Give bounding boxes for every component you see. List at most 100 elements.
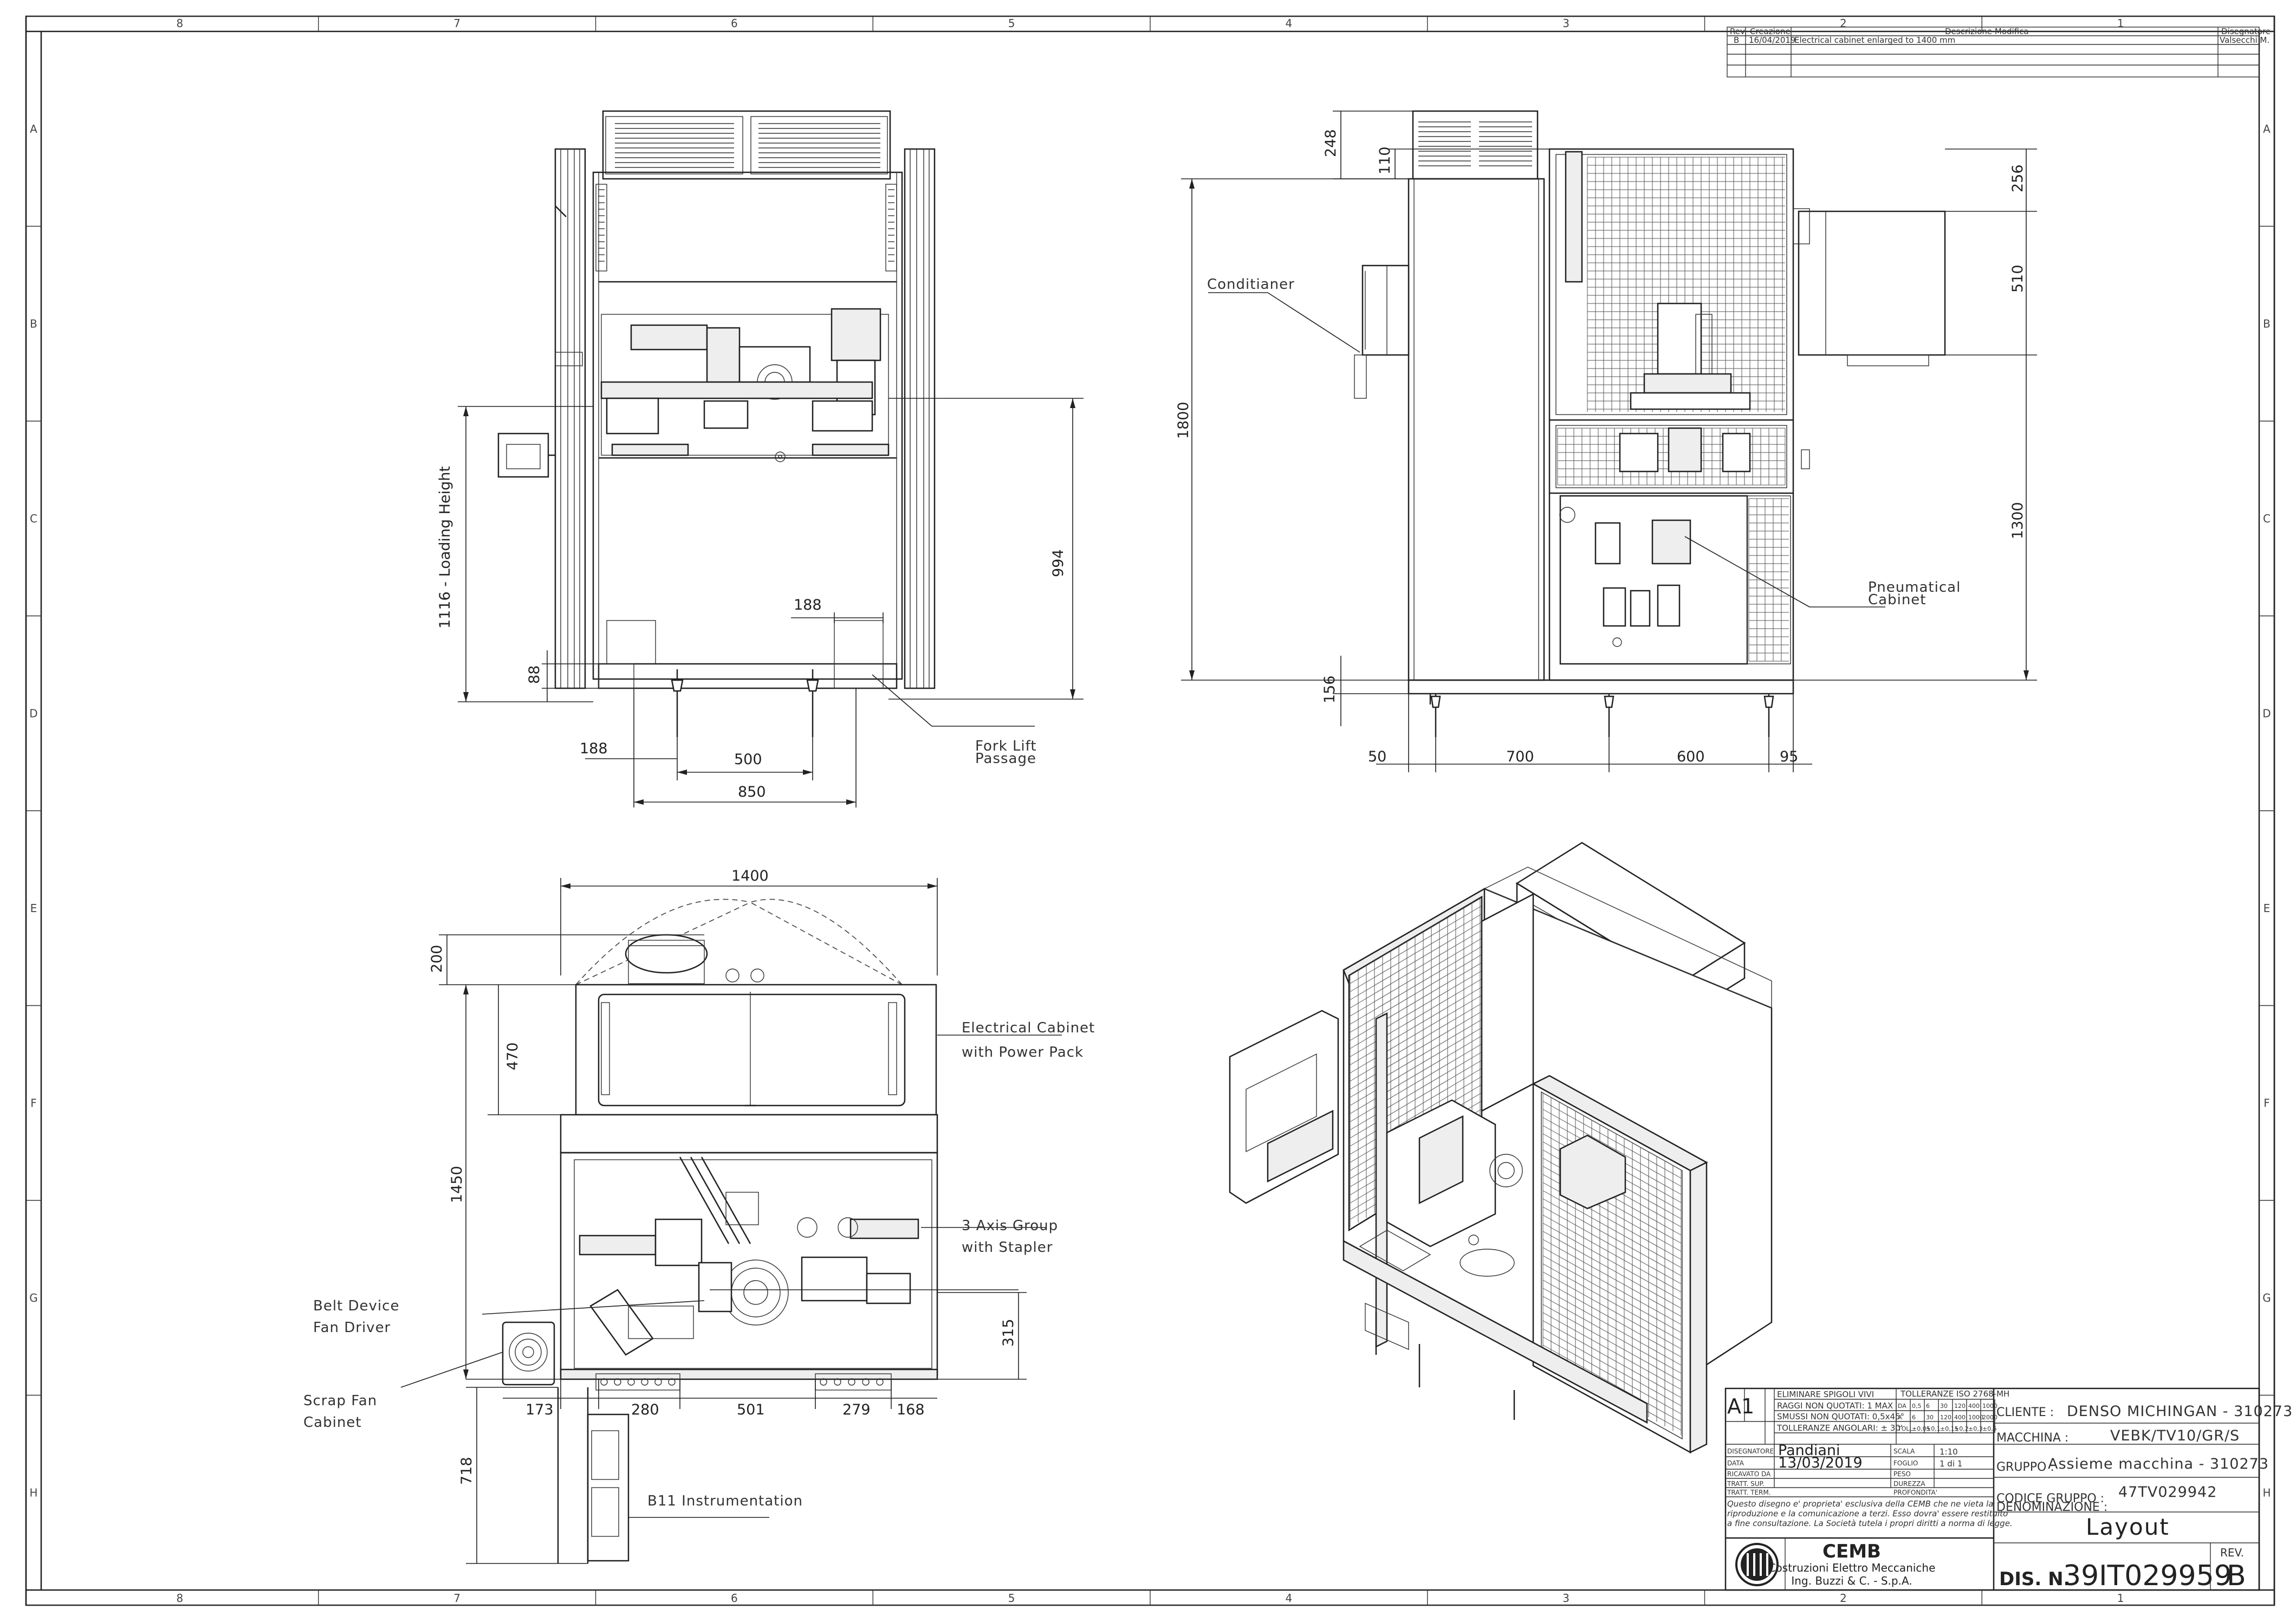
- dim-168: 168: [897, 1401, 925, 1418]
- codice-gruppo-value: 47TV029942: [2118, 1484, 2217, 1501]
- frame-row-label: H: [29, 1486, 37, 1499]
- denominazione-value: Layout: [2086, 1514, 2170, 1540]
- frame-column-label: 2: [1840, 1592, 1847, 1605]
- scrap-fan-label-1: Scrap Fan: [303, 1393, 377, 1409]
- frame-column-label: 8: [177, 17, 184, 30]
- revision-table: Rev. Creazione Descrizione Modifica Dise…: [1727, 27, 2271, 77]
- tolerance-cell: 6: [1912, 1414, 1916, 1421]
- notice-line-1: Questo disegno e' proprieta' esclusiva d…: [1727, 1499, 1993, 1509]
- scala-value: 1:10: [1940, 1447, 1958, 1457]
- codice-gruppo-label: CODICE GRUPPO :: [1996, 1492, 2104, 1505]
- cliente-value: DENSO MICHINGAN - 310273: [2067, 1403, 2293, 1420]
- axis-group-label-2: with Stapler: [962, 1239, 1053, 1256]
- macchina-value: VEBK/TV10/GR/S: [2110, 1427, 2240, 1444]
- frame-row-label: E: [30, 902, 37, 915]
- frame-row-label: F: [30, 1096, 37, 1109]
- dim-315: 315: [1000, 1319, 1017, 1347]
- tratt-sup-label: TRATT. SUP.: [1727, 1480, 1765, 1488]
- pneumatical-label-1: Pneumatical: [1868, 579, 1961, 596]
- dim-88: 88: [526, 665, 543, 684]
- denominazione-label: DENOMINAZIONE :: [1996, 1501, 2107, 1514]
- side-view: [1354, 110, 1946, 737]
- dim-156: 156: [1321, 675, 1338, 703]
- tolerance-header: TOLLERANZE ISO 2768-MH: [1900, 1389, 2009, 1399]
- rev-value: B: [2227, 1560, 2246, 1592]
- dim-994: 994: [1050, 549, 1067, 577]
- isometric-view: [1229, 842, 1773, 1454]
- frame-column-label: 4: [1286, 1592, 1293, 1605]
- dim-1450: 1450: [449, 1166, 465, 1203]
- tolerance-cell: 400: [1954, 1414, 1966, 1421]
- foglio-value: 1 di 1: [1940, 1459, 1962, 1469]
- dim-1300: 1300: [2009, 502, 2026, 539]
- tolerance-cell: A: [1898, 1414, 1902, 1421]
- dim-718: 718: [458, 1457, 475, 1485]
- company-name: CEMB: [1822, 1541, 1881, 1562]
- scrap-fan-label-2: Cabinet: [303, 1414, 361, 1431]
- tolerance-cell: ±0,5: [1982, 1425, 1997, 1432]
- frame-column-label: 3: [1562, 17, 1569, 30]
- tolerance-cell: 120: [1940, 1414, 1951, 1421]
- rev-row-description: Electrical cabinet enlarged to 1400 mm: [1794, 35, 1955, 45]
- fork-lift-label-1: Fork Lift: [975, 738, 1037, 754]
- front-view-dimensions: 1116 - Loading Height 994 88 188 188 500…: [437, 398, 1084, 807]
- rule-2: RAGGI NON QUOTATI: 1 MAX: [1777, 1401, 1893, 1411]
- durezza-label: DUREZZA: [1893, 1480, 1925, 1488]
- rev-header-description: Descrizione Modifica: [1945, 27, 2029, 36]
- rev-header-date: Creazione: [1750, 27, 1791, 36]
- frame-column-label: 1: [2117, 17, 2124, 30]
- tolerance-cell: 30: [1926, 1414, 1934, 1421]
- dim-110: 110: [1377, 146, 1393, 175]
- frame-row-label: C: [2263, 512, 2271, 525]
- rule-3: SMUSSI NON QUOTATI: 0,5x45°: [1777, 1412, 1904, 1421]
- dim-256: 256: [2009, 164, 2026, 192]
- company-line-2: Ing. Buzzi & C. - S.p.A.: [1791, 1574, 1912, 1587]
- frame-row-label: E: [2263, 902, 2271, 915]
- data-label: DATA: [1727, 1459, 1744, 1467]
- frame-row-label: A: [30, 122, 37, 135]
- dim-50: 50: [1368, 748, 1386, 765]
- electrical-cabinet-label-1: Electrical Cabinet: [962, 1020, 1095, 1036]
- frame-column-label: 5: [1008, 1592, 1015, 1605]
- belt-device-label-1: Belt Device: [313, 1298, 399, 1314]
- tolerance-cell: 2000: [1982, 1414, 1997, 1421]
- rev-header-rev: Rev.: [1730, 27, 1747, 36]
- dim-188-top: 188: [794, 597, 822, 613]
- dim-1800: 1800: [1175, 402, 1192, 439]
- rev-label: REV.: [2220, 1546, 2244, 1559]
- cemb-logo: [1735, 1538, 1786, 1590]
- dis-label: DIS. N.: [1999, 1568, 2070, 1590]
- frame-row-label: G: [2262, 1291, 2271, 1304]
- axis-group-label-1: 3 Axis Group: [962, 1218, 1058, 1234]
- dis-number: 39IT029959: [2063, 1560, 2232, 1592]
- dim-280: 280: [631, 1401, 659, 1418]
- tolerance-cell: 1000: [1982, 1403, 1997, 1410]
- instrumentation-label: B11 Instrumentation: [647, 1493, 803, 1509]
- pneumatical-label-2: Cabinet: [1868, 592, 1926, 608]
- rev-header-designer: Disegnatore: [2221, 27, 2271, 36]
- tolerance-cell: 1000: [1968, 1414, 1983, 1421]
- side-view-dimensions: 248 110 1800 156 256 510 1300 50 700 600…: [1175, 111, 2037, 772]
- dim-501: 501: [737, 1401, 765, 1418]
- rev-row-designer: Valsecchi M.: [2220, 35, 2269, 45]
- tolerance-cell: DA: [1898, 1403, 1906, 1410]
- foglio-label: FOGLIO: [1893, 1459, 1918, 1467]
- tolerance-cell: ±0,05: [1912, 1425, 1930, 1432]
- tolerance-cell: ±0,3: [1968, 1425, 1983, 1432]
- frame-column-label: 7: [453, 17, 461, 30]
- frame-column-label: 8: [177, 1592, 184, 1605]
- frame-column-label: 6: [731, 17, 738, 30]
- profondita-label: PROFONDITA': [1893, 1489, 1937, 1496]
- fork-lift-label-2: Passage: [975, 751, 1036, 767]
- frame-row-label: A: [2263, 122, 2271, 135]
- tolerance-cell: 0,5: [1912, 1403, 1922, 1410]
- tolerance-cell: TOLL.: [1897, 1425, 1915, 1432]
- frame-column-label: 1: [2117, 1592, 2124, 1605]
- dim-279: 279: [842, 1401, 871, 1418]
- data-value: 13/03/2019: [1778, 1455, 1863, 1471]
- top-view: [502, 899, 938, 1563]
- tolerance-cell: 400: [1968, 1403, 1980, 1410]
- electrical-cabinet-label-2: with Power Pack: [962, 1044, 1084, 1061]
- rule-1: ELIMINARE SPIGOLI VIVI: [1777, 1390, 1874, 1399]
